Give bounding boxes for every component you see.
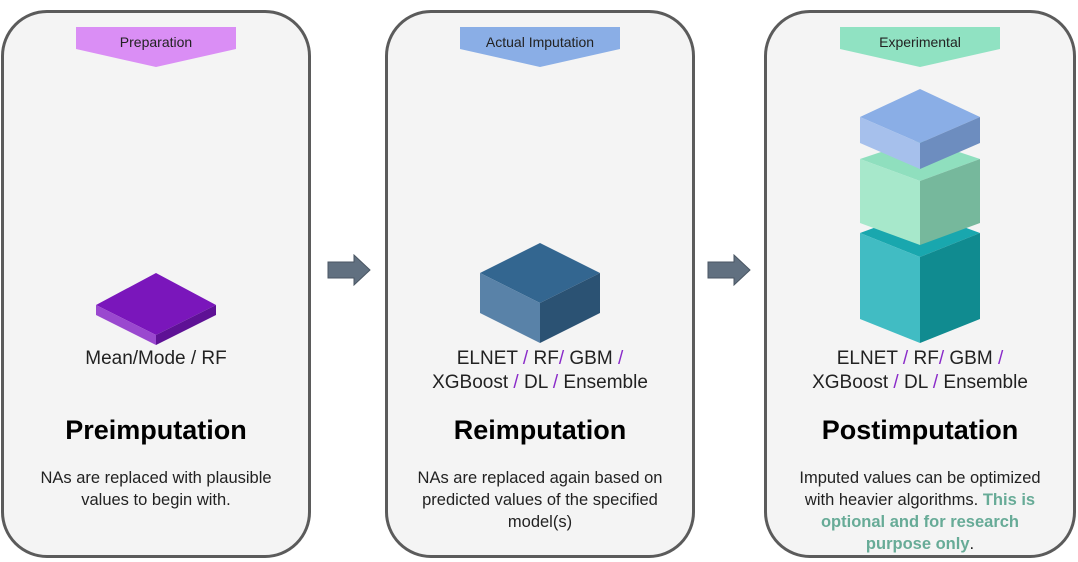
algorithm-list: Mean/Mode / RF bbox=[4, 347, 308, 371]
stage-tag-experimental: Experimental bbox=[840, 27, 1000, 67]
algorithm-name: ELNET bbox=[836, 348, 898, 369]
algorithm-name: XGBoost bbox=[812, 372, 889, 393]
algorithm-name: RF bbox=[913, 348, 939, 369]
description-highlight: This is optional and for research purpos… bbox=[820, 491, 1036, 553]
stacked-cubes-icon bbox=[767, 87, 1073, 345]
stage-description: Imputed values can be optimized with hea… bbox=[791, 467, 1049, 555]
algorithm-name: Ensemble bbox=[563, 372, 648, 393]
algorithm-name: GBM bbox=[569, 348, 613, 369]
algorithm-name: GBM bbox=[949, 348, 993, 369]
stage-tag-label: Experimental bbox=[879, 34, 961, 50]
algorithm-list: ELNET / RF/ GBM / XGBoost / DL / Ensembl… bbox=[767, 347, 1073, 395]
arrow-right-icon bbox=[326, 253, 372, 291]
description-text: Imputed values can be optimized with hea… bbox=[799, 469, 1041, 509]
stage-tag-label: Preparation bbox=[119, 34, 193, 50]
algorithm-name: XGBoost bbox=[432, 372, 509, 393]
algorithm-name: ELNET bbox=[456, 348, 518, 369]
algorithm-line: Mean/Mode / RF bbox=[85, 348, 227, 369]
algorithm-line-1: ELNET / RF/ GBM / bbox=[456, 348, 624, 369]
algorithm-line-2: XGBoost / DL / Ensemble bbox=[812, 372, 1028, 393]
description-end: . bbox=[969, 535, 975, 553]
panel-reimputation: Actual Imputation ELNET / RF/ GBM / XGBo… bbox=[385, 10, 695, 558]
algorithm-name: DL bbox=[903, 372, 928, 393]
algorithm-name: Ensemble bbox=[943, 372, 1028, 393]
algorithm-line-1: ELNET / RF/ GBM / bbox=[836, 348, 1004, 369]
panel-preimputation: Preparation Mean/Mode / RF Preimputation… bbox=[1, 10, 311, 558]
stage-tag-label: Actual Imputation bbox=[485, 34, 595, 50]
cube-icon bbox=[388, 241, 692, 345]
algorithm-line-2: XGBoost / DL / Ensemble bbox=[432, 372, 648, 393]
flat-cube-icon bbox=[4, 271, 308, 347]
stage-description: NAs are replaced with plausible values t… bbox=[40, 469, 272, 509]
stage-title: Postimputation bbox=[821, 415, 1019, 445]
stage-title: Reimputation bbox=[453, 415, 627, 445]
algorithm-name: DL bbox=[523, 372, 548, 393]
arrow-right-icon bbox=[706, 253, 752, 291]
stage-tag-actual-imputation: Actual Imputation bbox=[460, 27, 620, 67]
panel-postimputation: Experimental ELNET / RF/ GBM / XGBoost /… bbox=[764, 10, 1076, 558]
stage-title: Preimputation bbox=[65, 415, 247, 445]
stage-tag-preparation: Preparation bbox=[76, 27, 236, 67]
algorithm-list: ELNET / RF/ GBM / XGBoost / DL / Ensembl… bbox=[388, 347, 692, 395]
stage-description: NAs are replaced again based on predicte… bbox=[417, 469, 663, 531]
algorithm-name: RF bbox=[533, 348, 559, 369]
